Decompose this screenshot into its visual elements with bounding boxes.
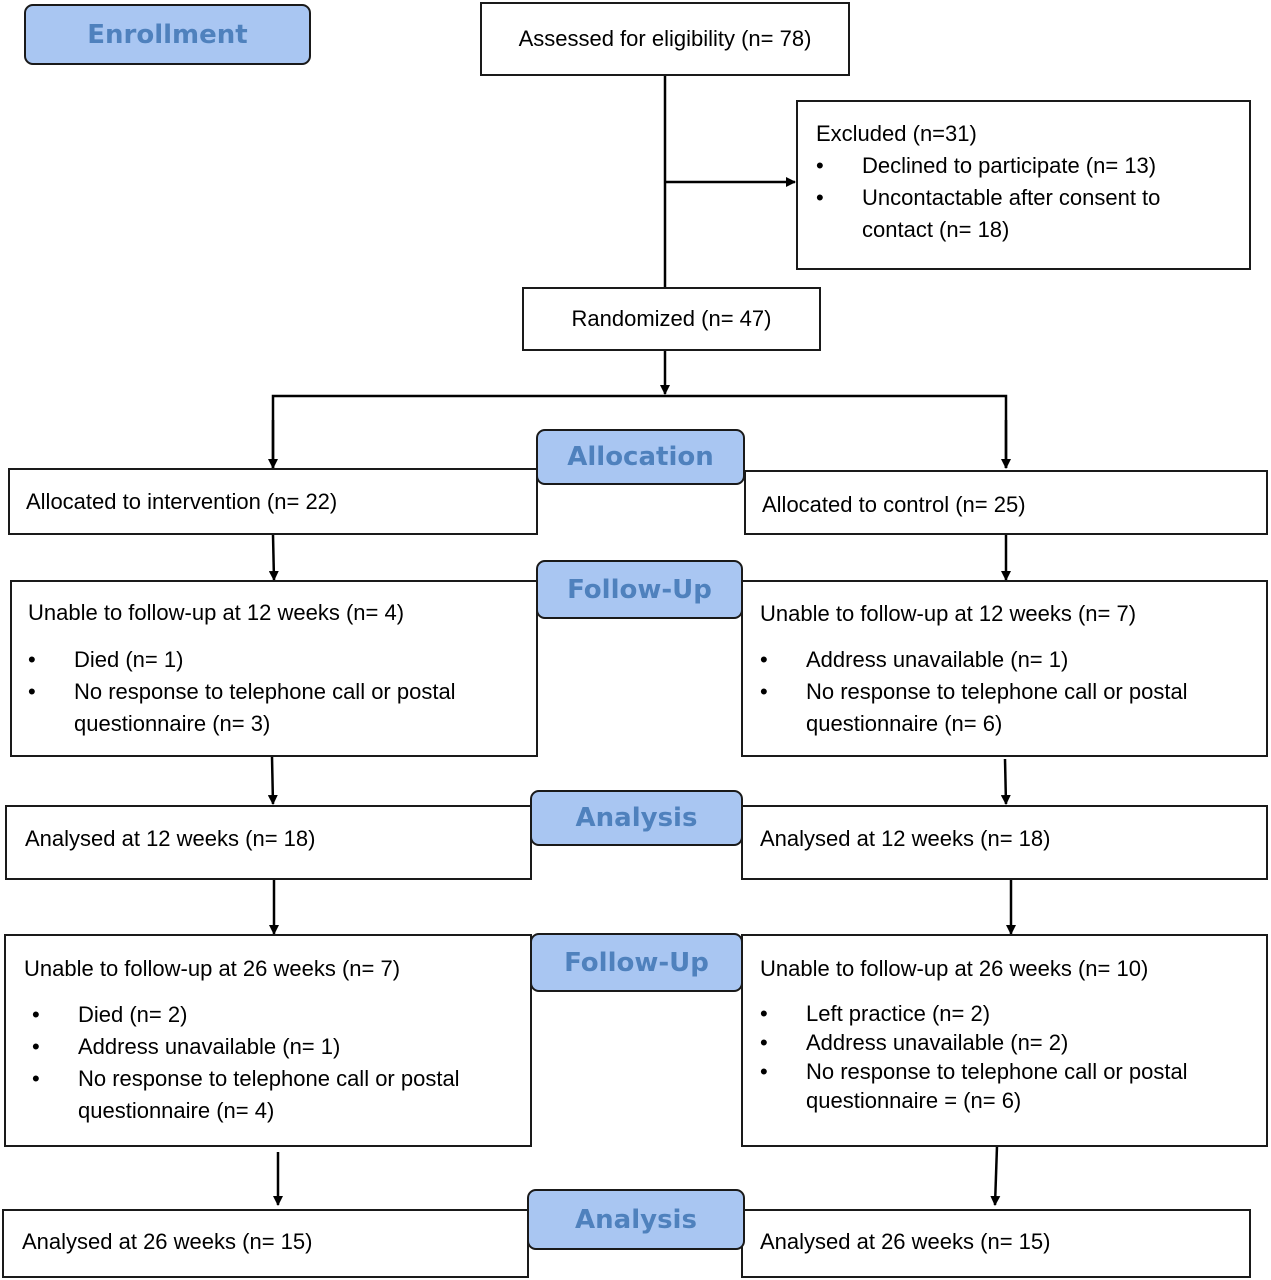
reason-item: No response to telephone call or postal … — [760, 1057, 1220, 1115]
arrow-left-analysed12 — [267, 756, 278, 805]
control-followup12-list: Address unavailable (n= 1) No response t… — [760, 644, 1220, 740]
reason-item: Died (n= 2) — [32, 999, 492, 1031]
stage-label-allocation: Allocation — [536, 429, 745, 485]
control-followup12-box: Unable to follow-up at 12 weeks (n= 7) A… — [741, 580, 1268, 757]
randomized-box: Randomized (n= 47) — [522, 287, 821, 351]
control-allocated-box: Allocated to control (n= 25) — [744, 470, 1268, 535]
assessed-text: Assessed for eligibility (n= 78) — [518, 26, 812, 51]
reason-item: Address unavailable (n= 2) — [760, 1028, 1220, 1057]
intervention-analysed26-box: Analysed at 26 weeks (n= 15) — [2, 1209, 529, 1278]
control-followup26-box: Unable to follow-up at 26 weeks (n= 10) … — [741, 934, 1268, 1147]
reason-item: Left practice (n= 2) — [760, 999, 1220, 1028]
stage-label-followup-12: Follow-Up — [536, 560, 743, 619]
stage-label-analysis-12: Analysis — [530, 790, 743, 846]
arrow-left-followup12 — [268, 534, 279, 581]
intervention-analysed26-text: Analysed at 26 weeks (n= 15) — [22, 1229, 313, 1254]
excluded-box: Excluded (n=31) Declined to participate … — [796, 100, 1251, 270]
reason-item: No response to telephone call or postal … — [28, 676, 488, 740]
control-followup26-list: Left practice (n= 2) Address unavailable… — [760, 999, 1220, 1115]
control-analysed12-box: Analysed at 12 weeks (n= 18) — [741, 805, 1268, 880]
intervention-followup26-box: Unable to follow-up at 26 weeks (n= 7) D… — [4, 934, 532, 1147]
arrow-right-analysed26 — [990, 1145, 1001, 1206]
excluded-item: Declined to participate (n= 13) — [816, 150, 1196, 182]
intervention-analysed12-text: Analysed at 12 weeks (n= 18) — [25, 826, 316, 851]
reason-item: Address unavailable (n= 1) — [32, 1031, 492, 1063]
intervention-followup12-box: Unable to follow-up at 12 weeks (n= 4) D… — [10, 580, 538, 757]
reason-item: Address unavailable (n= 1) — [760, 644, 1220, 676]
intervention-followup26-title: Unable to follow-up at 26 weeks (n= 7) — [24, 956, 401, 981]
randomized-text: Randomized (n= 47) — [571, 306, 772, 331]
stage-label-analysis-26: Analysis — [527, 1189, 745, 1250]
excluded-list: Declined to participate (n= 13) Uncontac… — [816, 150, 1196, 246]
control-allocated-text: Allocated to control (n= 25) — [762, 492, 1026, 517]
control-analysed26-text: Analysed at 26 weeks (n= 15) — [760, 1229, 1051, 1254]
excluded-title: Excluded (n=31) — [816, 121, 977, 146]
reason-item: Died (n= 1) — [28, 644, 488, 676]
intervention-allocated-text: Allocated to intervention (n= 22) — [26, 489, 338, 514]
reason-item: No response to telephone call or postal … — [32, 1063, 492, 1127]
intervention-followup12-list: Died (n= 1) No response to telephone cal… — [28, 644, 488, 740]
control-analysed26-box: Analysed at 26 weeks (n= 15) — [741, 1209, 1251, 1278]
stage-label-enrollment: Enrollment — [24, 4, 311, 65]
intervention-followup26-list: Died (n= 2) Address unavailable (n= 1) N… — [32, 999, 492, 1127]
excluded-item: Uncontactable after consent to contact (… — [816, 182, 1196, 246]
control-followup26-title: Unable to follow-up at 26 weeks (n= 10) — [760, 956, 1149, 981]
reason-item: No response to telephone call or postal … — [760, 676, 1220, 740]
stage-label-followup-26: Follow-Up — [530, 933, 743, 992]
control-followup12-title: Unable to follow-up at 12 weeks (n= 7) — [760, 601, 1137, 626]
arrow-right-analysed12 — [1000, 758, 1011, 805]
control-analysed12-text: Analysed at 12 weeks (n= 18) — [760, 826, 1051, 851]
assessed-box: Assessed for eligibility (n= 78) — [480, 2, 850, 76]
intervention-allocated-box: Allocated to intervention (n= 22) — [8, 468, 538, 535]
intervention-followup12-title: Unable to follow-up at 12 weeks (n= 4) — [28, 600, 405, 625]
intervention-analysed12-box: Analysed at 12 weeks (n= 18) — [5, 805, 532, 880]
